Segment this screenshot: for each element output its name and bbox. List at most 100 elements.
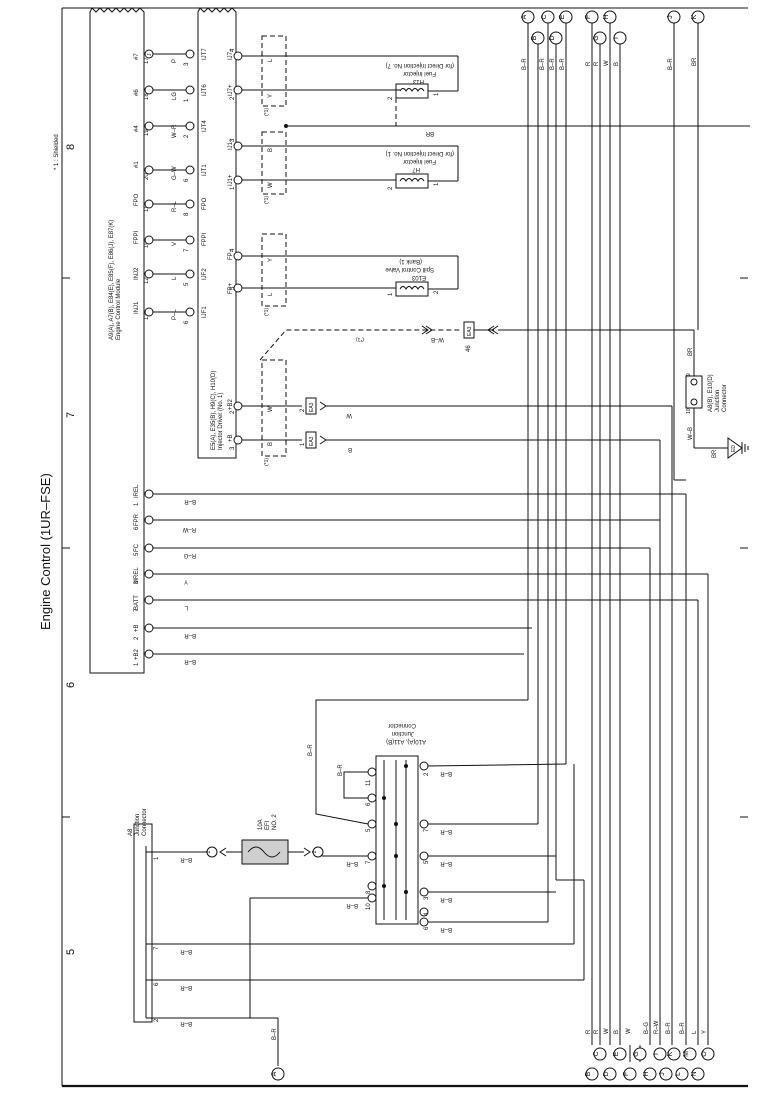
fuse-label: NO. 2	[272, 814, 278, 830]
ecm-pin-circle	[144, 235, 154, 245]
ecm-top-pins: #7 17 J P 3 IJT7 #6 18 LG 1 IJT6 #4 19 W…	[134, 48, 208, 324]
injdrv-out-pin: +B2 2	[228, 398, 243, 414]
coil-icon	[399, 88, 425, 92]
wire-label: W	[626, 1028, 632, 1034]
ecm-pin-num: 10	[144, 241, 150, 248]
terminal-label: G	[593, 35, 600, 40]
terminal-label: J	[667, 15, 674, 19]
ecm-pin-num: 19	[144, 129, 150, 136]
injector-driver-name-line1: E5(A), E35(B), H9(C), H10(D)	[211, 371, 217, 450]
terminal-c-bottom	[593, 1047, 607, 1061]
injdrv-pin-num: 8	[184, 212, 190, 216]
terminal-label: I	[653, 1053, 660, 1055]
wire-label: L	[268, 292, 274, 296]
wire-label: B–R	[180, 984, 192, 990]
wire-label: B–R	[180, 1020, 192, 1026]
ecm-pin-label: FPO	[134, 193, 140, 206]
wire-label: W	[346, 412, 352, 418]
wire	[315, 699, 528, 825]
wire-label: R	[594, 1029, 600, 1034]
injdrv-pin-circle	[185, 199, 195, 209]
pin-num: 5	[424, 860, 430, 864]
connector-name: Junction	[392, 730, 414, 736]
terminal-label: D	[549, 35, 556, 40]
terminal-m-bottom	[683, 1047, 697, 1061]
pin-label: IREL	[134, 484, 140, 498]
wire-label: B–R	[440, 926, 452, 932]
pin-num: 2	[230, 96, 236, 100]
wire-label: B–R	[346, 860, 358, 866]
connector-name: Connector	[722, 384, 728, 412]
wire-label: L	[172, 276, 178, 280]
ecm-pin-num: 11	[144, 205, 150, 212]
pin-circle	[419, 819, 429, 829]
wire-label: B–R	[522, 58, 528, 70]
wire-label: B–R	[440, 770, 452, 776]
bottom-wire-labels: R R W B W B–G R–W B–R B–R L Y	[586, 1020, 708, 1034]
wire-label: R	[586, 1029, 592, 1034]
connector-arrow-icon	[425, 325, 433, 335]
wire-label: BR	[688, 347, 694, 356]
injdrv-pin-num: 6	[184, 178, 190, 182]
terminal-label: B	[585, 1071, 592, 1076]
ecm-side-pin: BATT 7 L	[134, 595, 188, 612]
injdrv-out-pin: FP– 4	[228, 248, 243, 261]
connector-name: Connector	[388, 722, 416, 728]
wire-label: BR	[712, 449, 718, 458]
wire-label: B	[614, 62, 620, 66]
ecm-side-pin: +B 2 B–R	[134, 623, 196, 640]
terminal-label: M	[683, 1051, 690, 1057]
pin-label: +B	[228, 434, 234, 442]
terminal-b-bottom	[585, 1067, 599, 1081]
fuse-conn	[312, 846, 324, 858]
connector-arrow-icon	[319, 401, 327, 411]
wire-label: BR	[425, 130, 434, 136]
shield-drain: (*1) W–B EA3 46	[259, 321, 694, 361]
ecm-pin-row: FPO 11 R–L 8 FPO	[134, 193, 208, 216]
pin-num: 1	[434, 92, 440, 96]
injdrv-pin-circle	[185, 235, 195, 245]
pin-circle	[690, 398, 698, 406]
junction-node	[394, 854, 398, 858]
ecm-pin-circle	[144, 121, 154, 131]
pin-num: 1	[134, 502, 140, 506]
injdrv-pin-label: FPPI	[202, 232, 208, 246]
pin-circle	[233, 251, 243, 261]
terminal-label: E	[559, 14, 566, 19]
loop-wire	[343, 771, 368, 799]
pin-circle	[419, 761, 429, 771]
injdrv-pin-circle	[185, 269, 195, 279]
connector-name: A8	[128, 828, 134, 836]
junction-node	[394, 822, 398, 826]
shield-box	[261, 359, 287, 457]
wire-label: B–R	[180, 856, 192, 862]
ecm-pin-label: #6	[134, 89, 140, 96]
pin-num: 1	[230, 186, 236, 190]
terminal-label: C	[593, 1051, 600, 1056]
pin-circle	[367, 893, 377, 903]
coil-icon	[399, 286, 425, 290]
wire-label: W	[268, 182, 274, 188]
top-terminals: A C E B D F H G I J K	[521, 10, 705, 45]
pin-circle	[144, 569, 154, 579]
wire-label: LG	[172, 92, 178, 100]
ea3-label: EA3	[309, 402, 315, 412]
shield-tag: (*1)	[264, 308, 270, 316]
wire-label: V	[172, 242, 178, 246]
pin-circle	[419, 851, 429, 861]
fuse-box	[241, 839, 289, 865]
ecm-side-pin: FC 5 R–G	[134, 543, 196, 558]
wire-label: B–R	[440, 896, 452, 902]
injdrv-pin-label: IJF2	[202, 268, 208, 280]
wire-label: R	[586, 61, 592, 66]
shield-tag: (*1)	[264, 458, 270, 466]
wire-label: R–L	[172, 200, 178, 212]
injdrv-pin-label: IJF1	[202, 306, 208, 318]
pin-num: 2	[388, 96, 394, 100]
injdrv-pin-label: IJT4	[202, 120, 208, 132]
terminal-label: D	[603, 1071, 610, 1076]
wire-label: W	[604, 1028, 610, 1034]
pin-circle	[419, 887, 429, 897]
terminal-l-bottom	[675, 1067, 689, 1081]
pin-num: 4	[230, 248, 236, 252]
